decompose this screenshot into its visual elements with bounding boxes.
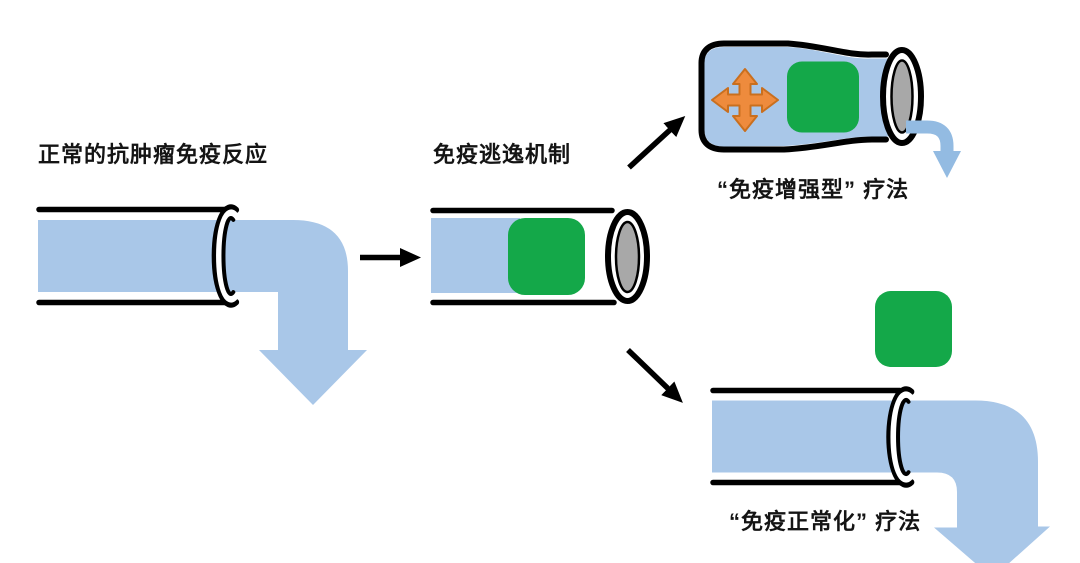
normalization-therapy-pipe xyxy=(710,291,1050,563)
pipe-end-core xyxy=(614,220,641,294)
pipe-opening-ring-inner xyxy=(221,216,236,296)
tumor-block xyxy=(787,61,859,133)
pipe-opening-ring-outer xyxy=(886,386,915,488)
pressure-arrows-icon xyxy=(711,68,779,132)
immune-escape-pipe xyxy=(430,207,650,306)
water-bend-arrow xyxy=(38,220,367,405)
pipe-opening-ring-outer xyxy=(211,204,240,308)
water-bend-arrow xyxy=(712,400,1050,563)
enhancement-therapy-pipe xyxy=(698,40,961,178)
pipe-opening-ring-inner xyxy=(896,398,911,476)
removed-tumor-block xyxy=(875,291,952,367)
swollen-pipe-outline xyxy=(698,40,889,153)
pipe-end-core xyxy=(890,59,914,134)
trickle-arrow-head xyxy=(933,151,961,178)
pipe-opening-ring-gap xyxy=(890,391,914,483)
trickle-arrow-stem xyxy=(906,120,954,152)
normal-response-pipe xyxy=(36,204,367,405)
water-fill xyxy=(431,218,520,293)
pipe-opening-ring-gap xyxy=(216,209,239,303)
tumor-block xyxy=(508,218,585,295)
label-normal-antitumor-response: 正常的抗肿瘤免疫反应 xyxy=(38,142,269,167)
branch-up-arrow-icon xyxy=(627,115,686,170)
label-normalization-therapy: “免疫正常化” 疗法 xyxy=(729,509,922,534)
branch-down-arrow-icon xyxy=(626,348,683,403)
label-immune-escape-mechanism: 免疫逃逸机制 xyxy=(433,142,572,167)
label-enhancement-therapy: “免疫增强型” 疗法 xyxy=(717,177,910,202)
